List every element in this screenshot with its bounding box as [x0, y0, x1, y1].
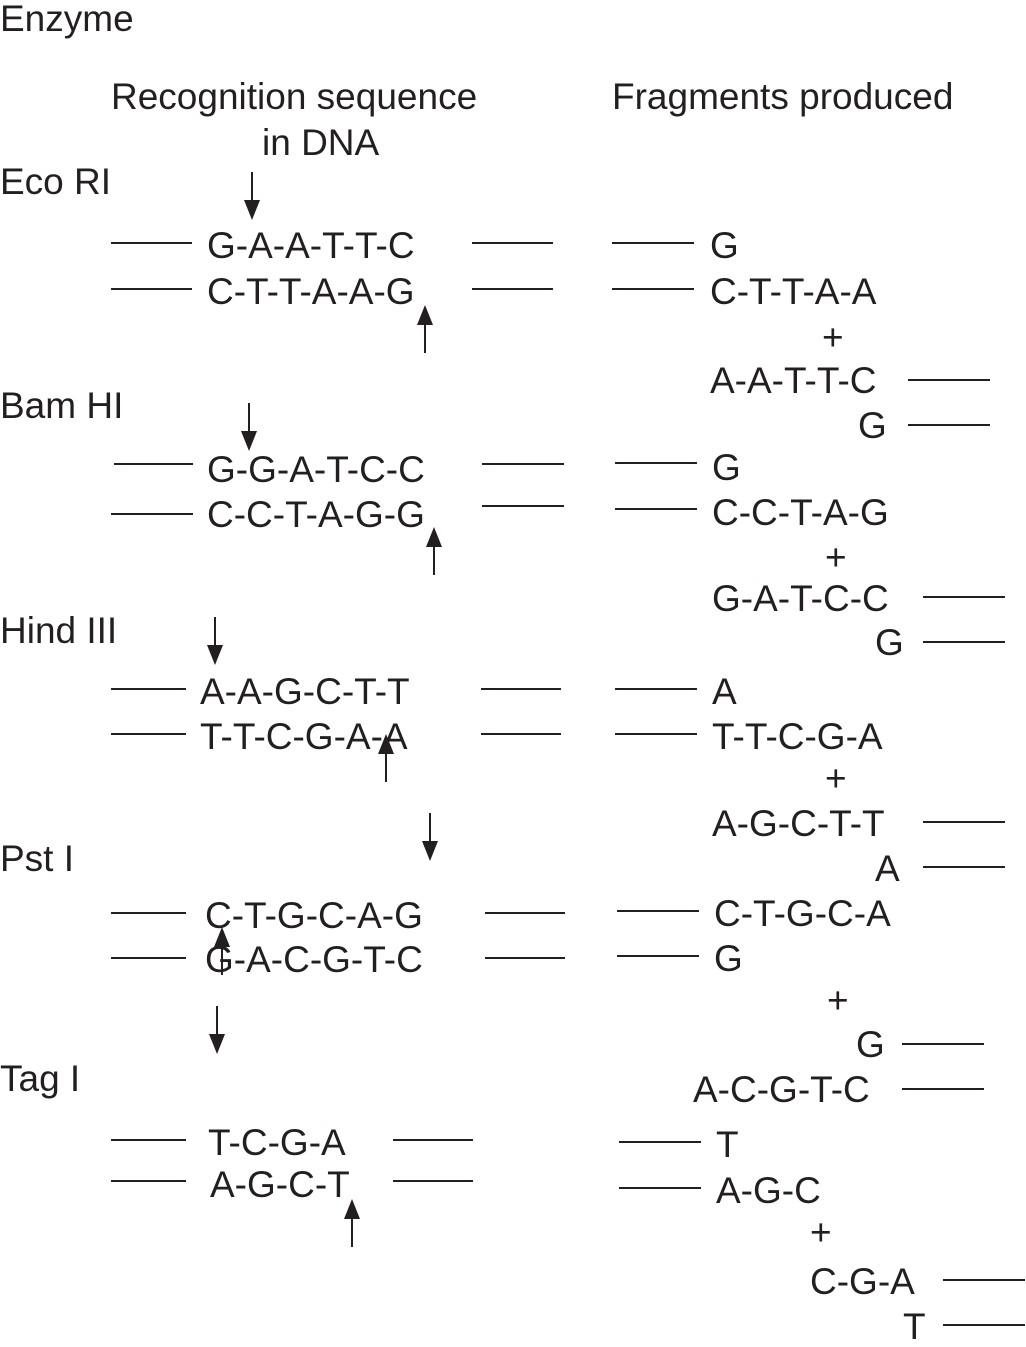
dna-strand-line — [612, 242, 694, 244]
enzyme-name: Pst I — [0, 838, 75, 879]
fragment-right-top: C-G-A — [810, 1261, 915, 1302]
cut-arrow-down-icon — [207, 617, 223, 665]
dna-strand-line — [485, 912, 565, 914]
cut-arrow-up-icon — [426, 527, 442, 575]
plus-sign: + — [827, 980, 849, 1021]
dna-strand-line — [111, 242, 192, 244]
recognition-bottom-strand: C-T-T-A-A-G — [207, 271, 415, 312]
dna-strand-line — [908, 379, 990, 381]
recognition-bottom-strand: C-C-T-A-G-G — [207, 494, 425, 535]
dna-strand-line — [111, 1139, 186, 1141]
dna-strand-line — [481, 733, 561, 735]
cut-arrow-down-icon — [422, 813, 438, 861]
fragment-left-top: T — [716, 1124, 739, 1165]
dna-strand-line — [393, 1180, 473, 1182]
fragment-right-bottom: A — [875, 848, 900, 889]
plus-sign: + — [822, 317, 844, 358]
dna-strand-line — [482, 463, 564, 465]
enzyme-name: Bam HI — [0, 385, 124, 426]
dna-strand-line — [943, 1279, 1025, 1281]
dna-strand-line — [902, 1088, 984, 1090]
dna-strand-line — [902, 1043, 984, 1045]
recognition-column-header-line1: Recognition sequence — [111, 76, 478, 117]
dna-strand-line — [111, 288, 192, 290]
cut-arrow-up-icon — [214, 927, 230, 975]
dna-strand-line — [393, 1139, 473, 1141]
recognition-column-header-line2: in DNA — [262, 122, 380, 163]
recognition-bottom-strand: G-A-C-G-T-C — [205, 939, 423, 980]
dna-strand-line — [615, 462, 697, 464]
dna-strand-line — [923, 596, 1005, 598]
dna-strand-line — [619, 1187, 701, 1189]
dna-strand-line — [908, 424, 990, 426]
cut-arrow-down-icon — [241, 403, 257, 451]
fragment-right-top: G — [856, 1024, 885, 1065]
cut-arrow-down-icon — [209, 1006, 225, 1054]
recognition-top-strand: C-T-G-C-A-G — [205, 895, 423, 936]
dna-strand-line — [619, 1141, 701, 1143]
dna-strand-line — [111, 733, 186, 735]
fragment-right-bottom: A-C-G-T-C — [693, 1069, 870, 1110]
dna-strand-line — [615, 508, 697, 510]
recognition-bottom-strand: T-T-C-G-A-A — [200, 716, 408, 757]
fragment-left-top: A — [712, 671, 737, 712]
dna-strand-line — [615, 733, 697, 735]
enzyme-name: Hind III — [0, 610, 118, 651]
enzyme-name: Tag I — [0, 1058, 81, 1099]
fragment-right-top: G-A-T-C-C — [712, 578, 889, 619]
dna-strand-line — [111, 1180, 186, 1182]
fragment-left-top: C-T-G-C-A — [714, 893, 891, 934]
fragment-right-bottom: G — [858, 405, 887, 446]
fragment-left-bottom: C-T-T-A-A — [710, 271, 877, 312]
dna-strand-line — [923, 821, 1005, 823]
fragment-right-bottom: G — [875, 622, 904, 663]
fragment-left-bottom: A-G-C — [716, 1170, 821, 1211]
dna-strand-line — [923, 641, 1005, 643]
enzyme-name: Eco RI — [0, 161, 112, 202]
cut-arrow-up-icon — [378, 734, 394, 782]
dna-strand-line — [111, 688, 186, 690]
fragment-left-bottom: C-C-T-A-G — [712, 492, 889, 533]
dna-strand-line — [943, 1324, 1025, 1326]
dna-strand-line — [615, 688, 697, 690]
dna-strand-line — [481, 688, 561, 690]
fragment-left-top: G — [712, 447, 741, 488]
dna-strand-line — [617, 955, 699, 957]
fragment-right-top: A-A-T-T-C — [710, 360, 877, 401]
dna-strand-line — [111, 957, 186, 959]
recognition-bottom-strand: A-G-C-T — [210, 1164, 350, 1205]
recognition-top-strand: G-G-A-T-C-C — [207, 449, 425, 490]
fragment-right-bottom: T — [903, 1306, 926, 1347]
dna-strand-line — [617, 910, 699, 912]
fragment-left-bottom: G — [714, 938, 743, 979]
dna-strand-line — [482, 505, 564, 507]
dna-strand-line — [472, 288, 553, 290]
recognition-top-strand: A-A-G-C-T-T — [200, 671, 410, 712]
plus-sign: + — [825, 537, 847, 578]
dna-strand-line — [111, 912, 186, 914]
fragment-left-top: G — [710, 225, 739, 266]
recognition-top-strand: T-C-G-A — [208, 1122, 346, 1163]
cut-arrow-up-icon — [344, 1199, 360, 1247]
plus-sign: + — [825, 758, 847, 799]
cut-arrow-up-icon — [417, 305, 433, 353]
fragments-column-header: Fragments produced — [612, 76, 954, 117]
dna-strand-line — [612, 288, 694, 290]
cut-arrow-down-icon — [244, 172, 260, 220]
recognition-top-strand: G-A-A-T-T-C — [207, 225, 415, 266]
fragment-left-bottom: T-T-C-G-A — [712, 716, 883, 757]
dna-strand-line — [111, 513, 193, 515]
dna-strand-line — [923, 866, 1005, 868]
enzyme-column-header: Enzyme — [0, 0, 134, 39]
plus-sign: + — [810, 1212, 832, 1253]
dna-strand-line — [114, 463, 193, 465]
dna-strand-line — [472, 242, 553, 244]
fragment-right-top: A-G-C-T-T — [712, 803, 885, 844]
dna-strand-line — [485, 957, 565, 959]
